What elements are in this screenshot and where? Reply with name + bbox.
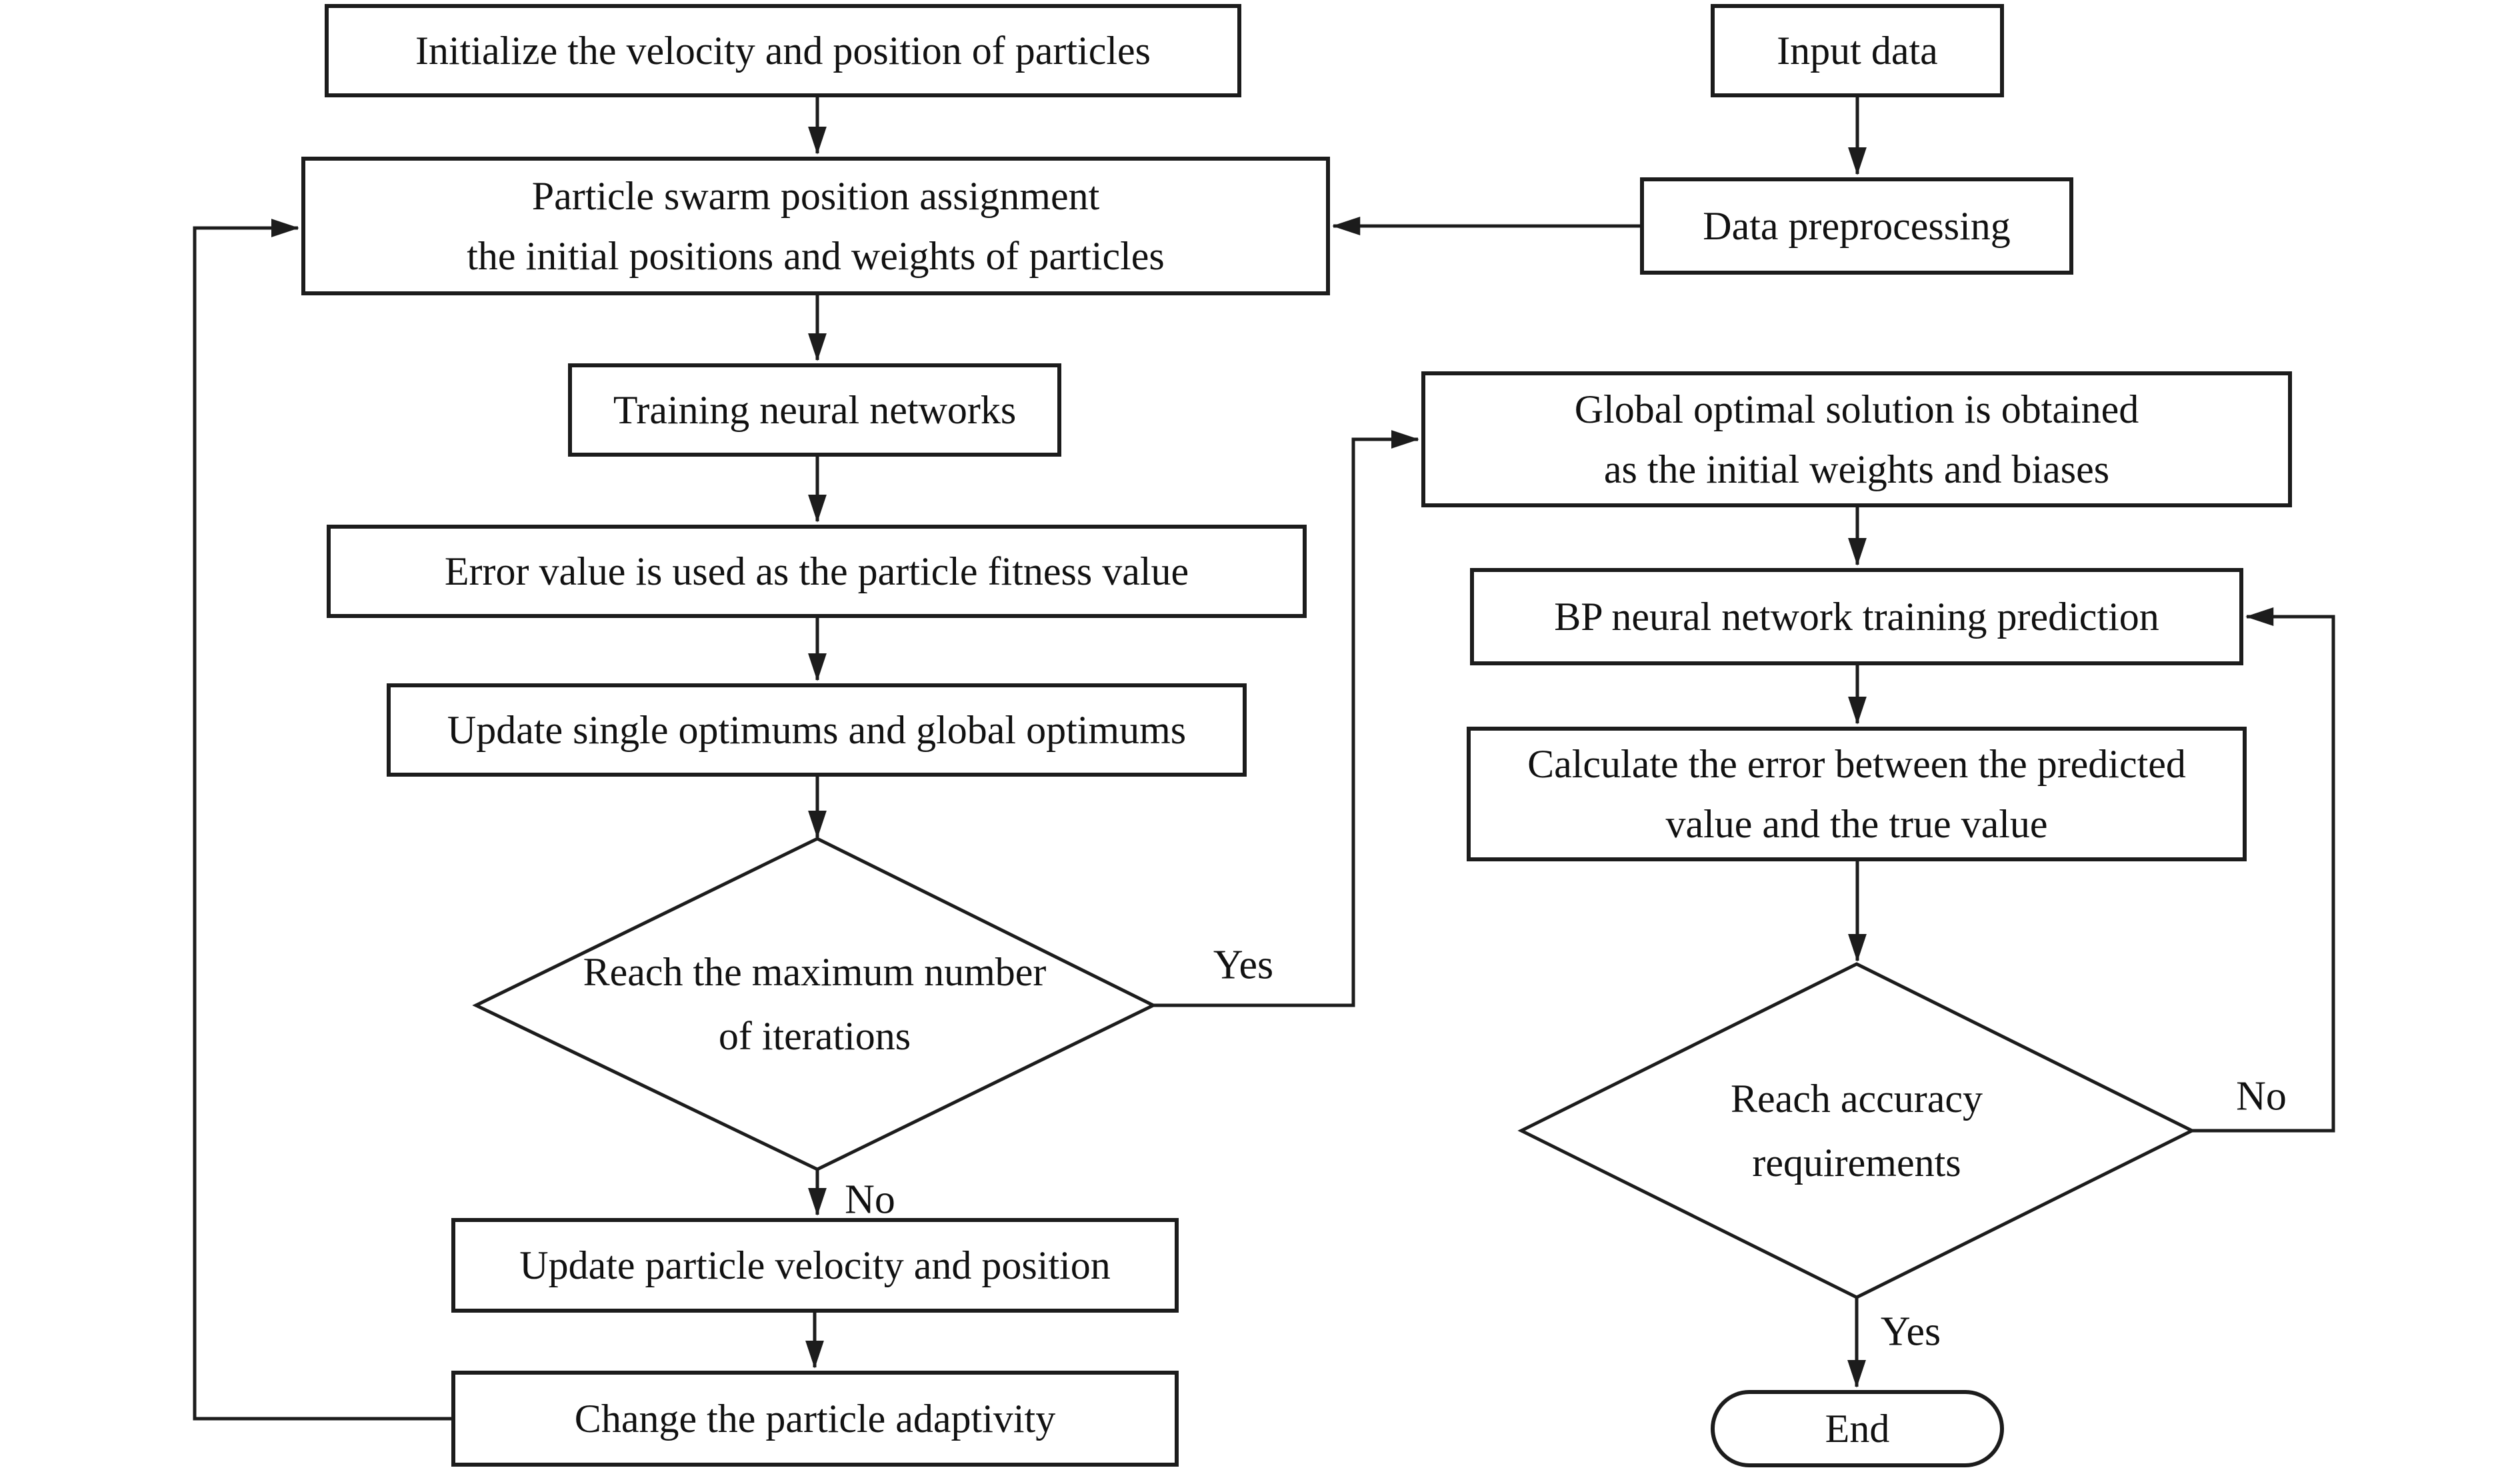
node-global-optimal-solution: Global optimal solution is obtained as t… bbox=[1421, 371, 2292, 507]
node-label: Input data bbox=[1777, 29, 1938, 73]
edge-accuracy-no-to-bp-train bbox=[2192, 607, 2335, 1133]
node-label: BP neural network training prediction bbox=[1554, 595, 2159, 639]
node-label: Initialize the velocity and position of … bbox=[415, 29, 1151, 73]
node-initialize-particles: Initialize the velocity and position of … bbox=[325, 4, 1241, 97]
edge-adaptivity-loop-to-assign bbox=[193, 219, 451, 1421]
edge-label-no-accuracy: No bbox=[2236, 1073, 2287, 1119]
node-update-velocity-position: Update particle velocity and position bbox=[451, 1218, 1179, 1313]
edge-max-iter-yes-to-global-opt bbox=[1153, 430, 1419, 1007]
node-bp-training-prediction: BP neural network training prediction bbox=[1470, 568, 2243, 665]
node-error-fitness-value: Error value is used as the particle fitn… bbox=[327, 525, 1307, 618]
edge-label-no-max-iterations: No bbox=[845, 1177, 895, 1223]
node-label: End bbox=[1825, 1407, 1890, 1451]
node-training-neural-networks: Training neural networks bbox=[568, 363, 1061, 457]
node-line: value and the true value bbox=[1665, 802, 2048, 846]
node-update-optimums: Update single optimums and global optimu… bbox=[387, 683, 1247, 777]
node-data-preprocessing: Data preprocessing bbox=[1640, 177, 2073, 275]
node-label: Update particle velocity and position bbox=[519, 1243, 1111, 1287]
node-line: Global optimal solution is obtained bbox=[1574, 387, 2139, 431]
node-line: Calculate the error between the predicte… bbox=[1527, 742, 2186, 786]
edge-label-yes-accuracy: Yes bbox=[1880, 1309, 1941, 1355]
node-change-adaptivity: Change the particle adaptivity bbox=[451, 1371, 1179, 1467]
decision-reach-accuracy-shape bbox=[1517, 962, 2196, 1299]
node-label: Update single optimums and global optimu… bbox=[447, 708, 1187, 752]
node-label: Error value is used as the particle fitn… bbox=[444, 549, 1189, 593]
node-label: Training neural networks bbox=[613, 388, 1017, 432]
node-line: the initial positions and weights of par… bbox=[467, 234, 1165, 278]
node-line: as the initial weights and biases bbox=[1603, 447, 2110, 491]
decision-reach-max-iterations-shape bbox=[472, 837, 1157, 1171]
node-label: Data preprocessing bbox=[1703, 204, 2011, 248]
node-label: Change the particle adaptivity bbox=[574, 1397, 1056, 1441]
node-line: Particle swarm position assignment bbox=[531, 174, 1100, 218]
node-particle-swarm-assignment: Particle swarm position assignment the i… bbox=[301, 157, 1330, 295]
node-calculate-error: Calculate the error between the predicte… bbox=[1467, 727, 2247, 861]
node-end: End bbox=[1711, 1390, 2004, 1467]
node-input-data: Input data bbox=[1711, 4, 2004, 97]
edge-label-yes-max-iterations: Yes bbox=[1213, 942, 1274, 988]
